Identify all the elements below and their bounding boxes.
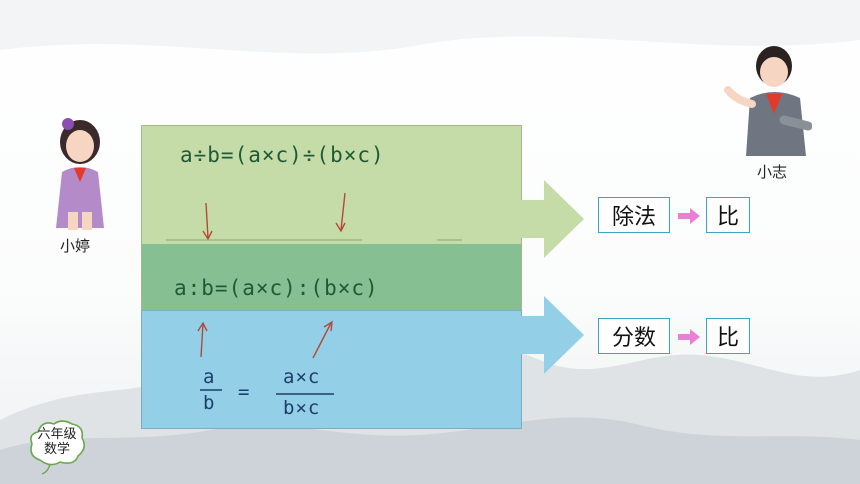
division-box: 除法 [598,197,670,233]
fraction-left-numerator: a [203,366,216,388]
girl-character-icon [56,118,104,230]
arrow-to-division-icon [520,180,584,258]
ratio-panel [141,244,522,310]
fraction-left-denominator: b [203,392,216,414]
division-equation: a÷b=(a×c)÷(b×c) [180,143,385,167]
arrow-to-fraction-icon [520,296,584,374]
grade-badge: 六年级 数学 [28,418,86,475]
fraction-panel [141,310,522,429]
fraction-right-denominator: b×c [283,397,321,419]
fraction-box: 分数 [598,318,670,354]
ratio-box-top: 比 [706,197,750,233]
badge-subject-text: 数学 [43,442,70,457]
badge-grade-text: 六年级 [37,427,77,442]
fraction-equals-sign: = [238,381,251,403]
girl-name-label: 小婷 [60,237,91,255]
ratio-box-bottom: 比 [706,318,750,354]
division-panel [141,125,522,245]
cloud-badge-icon [30,420,86,475]
pink-arrow-bottom-icon [678,329,700,345]
boy-character-icon [724,46,812,156]
pink-arrow-top-icon [678,208,700,224]
ratio-equation: a:b=(a×c):(b×c) [174,276,379,300]
fraction-right-numerator: a×c [283,366,321,388]
boy-name-label: 小志 [757,163,788,181]
